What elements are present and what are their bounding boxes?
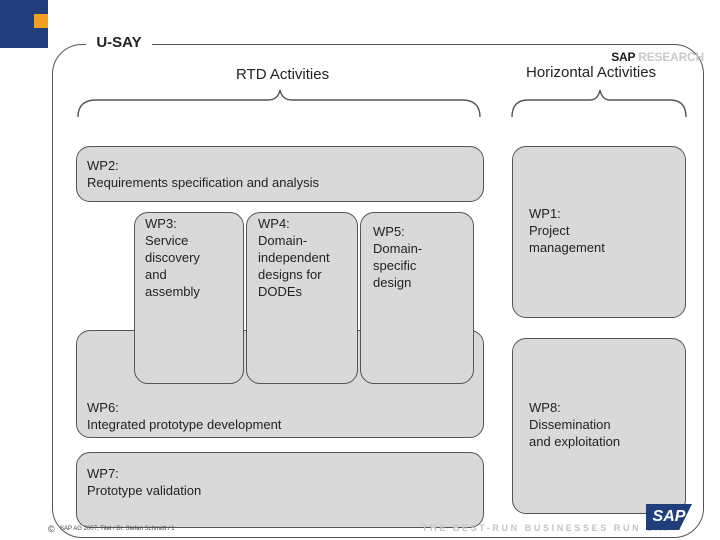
rtd-brace	[77, 89, 481, 118]
sap-research-logo: SAP RESEARCH	[611, 50, 704, 64]
wp1-box: WP1: Project management	[512, 146, 686, 318]
logo-suffix: RESEARCH	[638, 50, 704, 64]
wp2-box: WP2: Requirements specification and anal…	[76, 146, 484, 202]
wp8-box: WP8: Dissemination and exploitation	[512, 338, 686, 514]
wp5-box: WP5: Domain- specific design	[360, 212, 474, 384]
slide-title: U-SAY	[86, 30, 152, 54]
copyright-symbol: ©	[48, 524, 55, 534]
footer-tagline: THE BEST-RUN BUSINESSES RUN SAP	[422, 523, 673, 533]
horizontal-brace	[511, 89, 687, 118]
wp7-box: WP7: Prototype validation	[76, 452, 484, 528]
logo-brand: SAP	[611, 50, 636, 64]
wp3-box: WP3: Service discovery and assembly	[134, 212, 244, 384]
corner-accent-square	[34, 14, 48, 28]
horizontal-heading: Horizontal Activities	[526, 64, 657, 81]
rtd-heading: RTD Activities	[236, 66, 330, 83]
footer-text: SAP AG 2007, Titel / Dr. Stefan Schmidt …	[60, 526, 175, 532]
top-strip	[48, 0, 720, 48]
wp4-box: WP4: Domain- independent designs for DOD…	[246, 212, 358, 384]
